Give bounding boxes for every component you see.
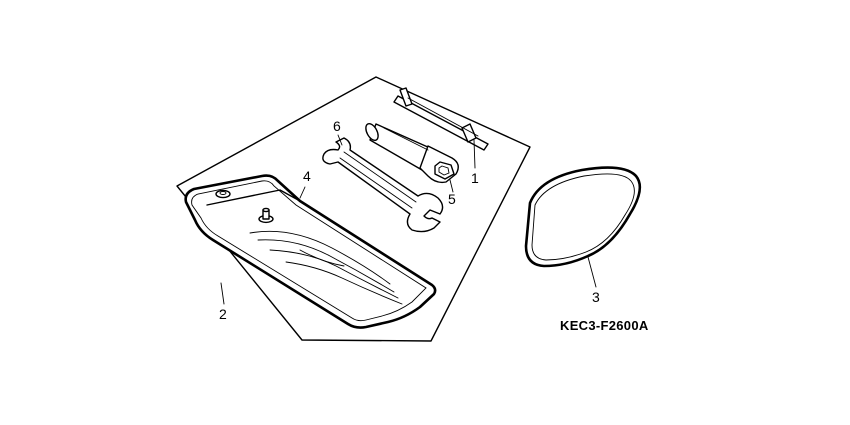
callout-5: 5	[448, 191, 456, 207]
callout-1: 1	[471, 170, 479, 186]
box-wrench	[365, 123, 459, 184]
leader-3	[587, 256, 597, 288]
drive-belt	[524, 166, 642, 268]
drawing-code: KEC3-F2600A	[560, 318, 649, 333]
leader-5	[449, 179, 454, 193]
leader-4	[299, 186, 306, 199]
parts-group-outline	[176, 76, 531, 342]
callout-2: 2	[219, 306, 227, 322]
callout-3: 3	[592, 289, 600, 305]
leader-6	[337, 134, 343, 146]
open-end-wrench	[322, 137, 444, 233]
leader-1	[473, 139, 476, 169]
screwdriver-handle	[393, 87, 489, 151]
tool-bag	[184, 174, 437, 329]
callout-4: 4	[303, 168, 311, 184]
leader-2	[220, 282, 225, 305]
callout-6: 6	[333, 118, 341, 134]
